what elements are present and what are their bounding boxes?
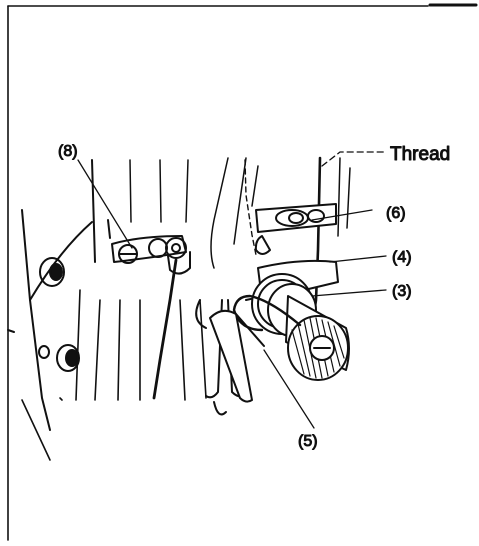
tension-knob	[285, 295, 350, 381]
thread-guide-8	[111, 235, 191, 275]
rivet-small	[38, 345, 50, 359]
label-part-8: (8)	[58, 143, 78, 160]
thread-guide-6	[254, 203, 337, 255]
label-part-4: (4)	[392, 249, 412, 266]
label-part-3: (3)	[392, 283, 412, 300]
thread-8-line	[152, 258, 178, 400]
leader-3	[311, 289, 387, 297]
rivet-upper	[39, 257, 65, 287]
machine-head-outline	[7, 159, 111, 431]
leader-8	[77, 159, 133, 249]
dashed-thread-path	[244, 159, 257, 256]
label-part-6: (6)	[386, 205, 406, 222]
leader-thread	[321, 151, 387, 167]
housing-lines	[129, 157, 351, 269]
leader-lines	[77, 151, 387, 429]
take-up-spring-5	[209, 309, 265, 416]
leader-5	[263, 349, 315, 429]
label-thread: Thread	[390, 144, 450, 165]
leader-4	[329, 255, 387, 263]
face-plate	[21, 289, 207, 461]
rivet-lower	[56, 344, 80, 372]
page-frame	[7, 3, 478, 541]
leader-6	[311, 209, 373, 221]
wound-thread	[232, 294, 302, 332]
label-part-5: (5)	[298, 433, 318, 450]
